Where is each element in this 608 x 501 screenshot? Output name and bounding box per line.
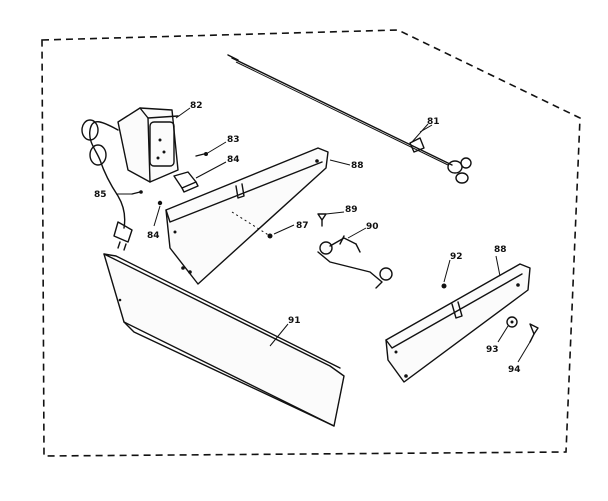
- callout-94: 94: [508, 365, 521, 375]
- callout-85: 85: [94, 190, 107, 200]
- callout-90: 90: [366, 222, 379, 232]
- part-94-screw: [529, 323, 539, 343]
- part-93-washer: [506, 316, 518, 328]
- callout-82: 82: [190, 101, 203, 111]
- callout-labels: 81 82 83 84 85 84 88 87 89 90 91 92 88 9…: [94, 101, 521, 375]
- callout-93: 93: [486, 345, 499, 355]
- callout-89: 89: [345, 205, 358, 215]
- callout-87: 87: [296, 221, 309, 231]
- part-86-screw: [157, 200, 163, 206]
- callout-91: 91: [288, 316, 301, 326]
- part-82-motor: [81, 107, 179, 251]
- part-92-screw: [441, 283, 447, 289]
- callout-92: 92: [450, 252, 463, 262]
- part-91-front-panel: [103, 253, 345, 427]
- callout-84-lower: 84: [147, 231, 160, 241]
- part-81-spit-rod: [227, 54, 472, 184]
- callout-81: 81: [427, 117, 440, 127]
- part-84-bracket: [173, 171, 199, 193]
- callout-88-right: 88: [494, 245, 507, 255]
- part-88-left-bracket: [165, 147, 329, 285]
- part-89-screw: [317, 213, 327, 227]
- callout-83: 83: [227, 135, 240, 145]
- assembly-boundary: [41, 29, 581, 457]
- callout-88-left: 88: [351, 161, 364, 171]
- part-85-screw: [131, 190, 143, 195]
- part-88-right-bracket: [385, 263, 531, 383]
- callout-84: 84: [227, 155, 240, 165]
- leader-lines: [116, 107, 531, 363]
- part-90-switch-bracket: [317, 235, 393, 289]
- part-87-screw: [267, 233, 273, 239]
